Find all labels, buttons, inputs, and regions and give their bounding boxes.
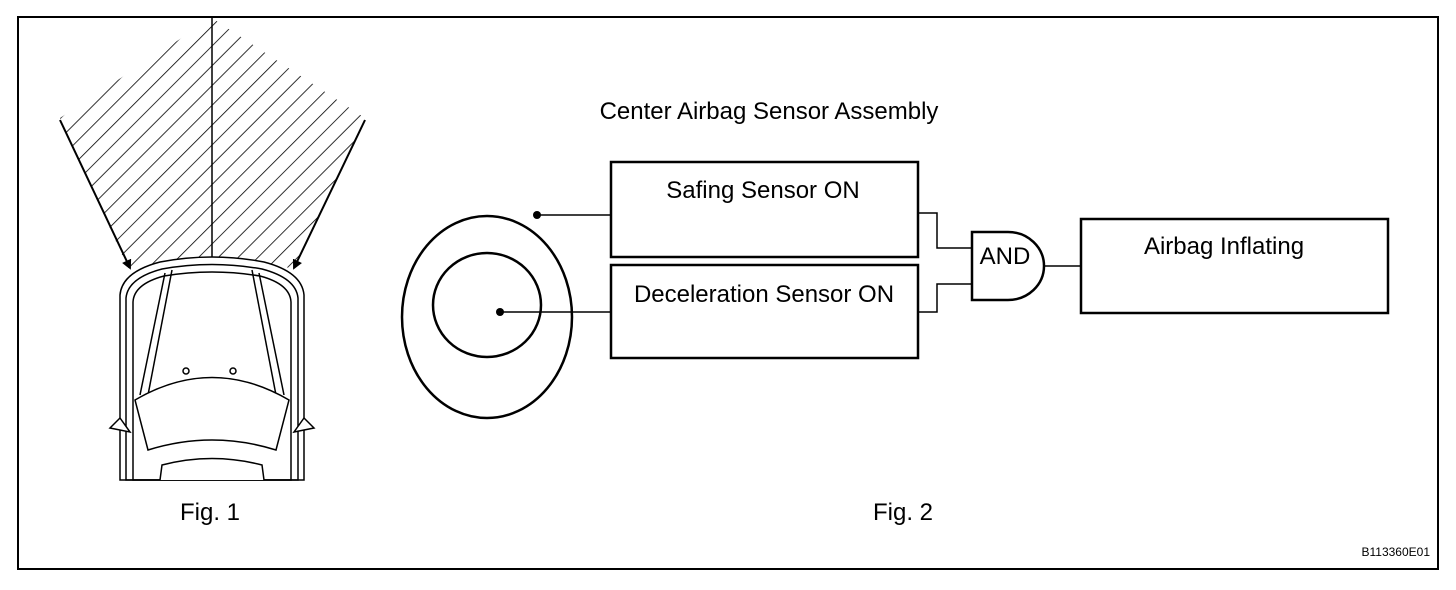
- safing-sensor-label: Safing Sensor ON: [666, 177, 859, 204]
- deceleration-sensor-label: Deceleration Sensor ON: [634, 281, 894, 308]
- and-gate: [970, 230, 1046, 302]
- outer-sensor-housing: [400, 214, 574, 420]
- safing-sensor-box: [609, 160, 920, 259]
- fig1-vehicle-illustration: [59, 18, 366, 481]
- safing-to-and-wire: [918, 212, 972, 249]
- inner-sensor-ring: [431, 251, 543, 359]
- sensor-assembly: [400, 214, 574, 420]
- fig1-caption: Fig. 1: [180, 499, 240, 526]
- figure-frame: [17, 16, 1439, 570]
- and-gate-label: AND: [980, 243, 1031, 270]
- decel-to-and-wire: [918, 283, 972, 313]
- fig2-caption: Fig. 2: [873, 499, 933, 526]
- figure-code: B113360E01: [1361, 545, 1430, 559]
- diagram-title: Center Airbag Sensor Assembly: [600, 98, 939, 125]
- left-arrow: [59, 119, 132, 270]
- deceleration-sensor-box: [609, 263, 920, 360]
- detection-zone-hatch: [60, 18, 365, 268]
- right-arrow: [292, 119, 366, 270]
- airbag-inflating-box: [1079, 217, 1390, 315]
- airbag-inflating-label: Airbag Inflating: [1144, 233, 1304, 260]
- car-body: [108, 256, 316, 481]
